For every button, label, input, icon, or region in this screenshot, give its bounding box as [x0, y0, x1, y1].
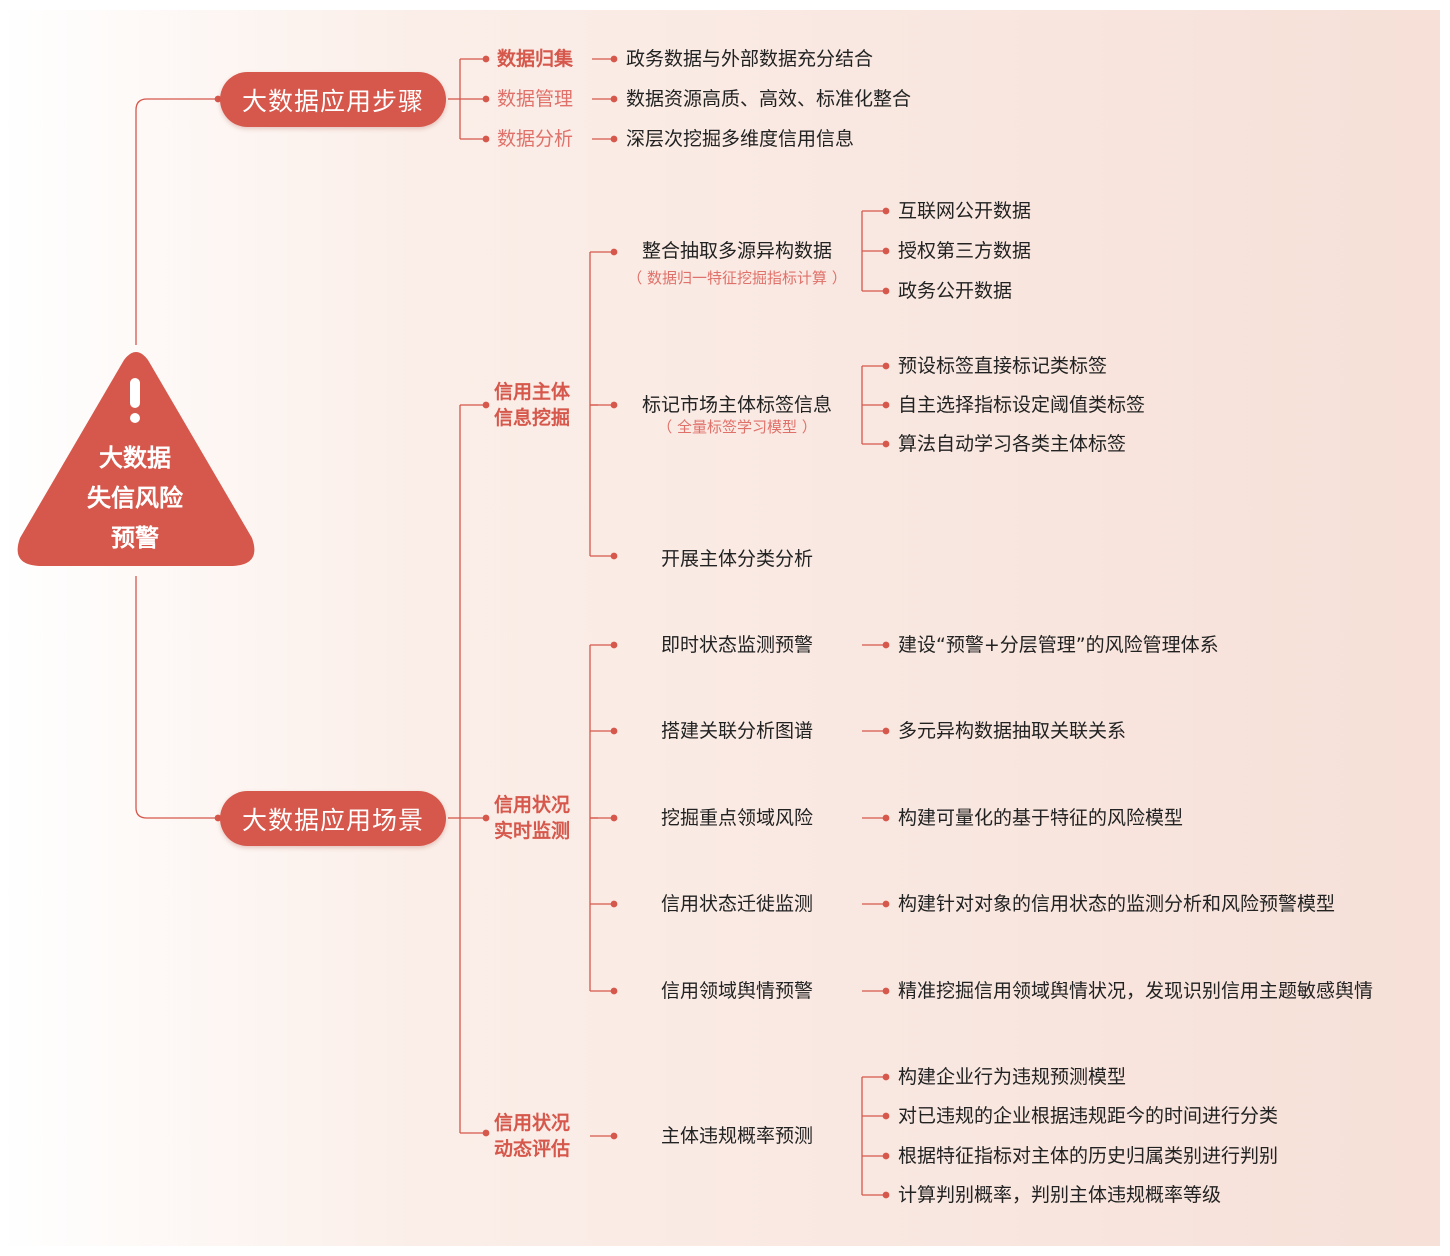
step-label: 数据分析	[497, 128, 574, 150]
category-line: 信用主体	[494, 381, 571, 403]
node-monitor: 信用状态迁徙监测	[660, 893, 813, 915]
root-title-line1: 大数据	[99, 444, 171, 472]
node-monitor: 信用领域舆情预警	[660, 980, 813, 1002]
step-description: 数据资源高质、高效、标准化整合	[626, 88, 912, 110]
branch-steps-pill: 大数据应用步骤	[220, 72, 446, 127]
leaf-item: 互联网公开数据	[898, 200, 1032, 222]
leaf-item: 精准挖掘信用领域舆情状况，发现识别信用主题敏感舆情	[898, 980, 1374, 1002]
category-line: 实时监测	[494, 820, 571, 842]
category-dynamic-evaluation: 信用状况 动态评估	[494, 1110, 570, 1162]
root-title: 大数据 失信风险 预警	[40, 438, 230, 558]
node-mark-tags-sub: （ 全量标签学习模型 ）	[657, 418, 817, 436]
leaf-item: 预设标签直接标记类标签	[898, 355, 1108, 377]
root-title-line2: 失信风险	[87, 484, 183, 512]
root-title-line3: 预警	[111, 524, 159, 552]
category-line: 信用状况	[494, 1112, 571, 1134]
node-monitor: 即时状态监测预警	[660, 634, 813, 656]
exclamation-icon	[130, 378, 140, 423]
node-classification: 开展主体分类分析	[660, 548, 813, 570]
branch-scenes-pill: 大数据应用场景	[220, 791, 446, 846]
leaf-item: 自主选择指标设定阈值类标签	[898, 394, 1146, 416]
node-integrate-data: 整合抽取多源异构数据	[641, 240, 832, 262]
leaf-item: 根据特征指标对主体的历史归属类别进行判别	[898, 1145, 1279, 1167]
step-description: 深层次挖掘多维度信用信息	[626, 128, 855, 150]
leaf-item: 政务公开数据	[898, 280, 1013, 302]
warning-triangle-shape	[17, 352, 255, 566]
category-line: 动态评估	[494, 1138, 571, 1160]
node-monitor: 搭建关联分析图谱	[660, 720, 813, 742]
leaf-item: 建设“预警+分层管理”的风险管理体系	[898, 634, 1219, 656]
step-label: 数据管理	[497, 88, 574, 110]
category-info-mining: 信用主体 信息挖掘	[494, 379, 570, 431]
leaf-item: 算法自动学习各类主体标签	[898, 433, 1127, 455]
leaf-item: 构建针对对象的信用状态的监测分析和风险预警模型	[898, 893, 1336, 915]
leaf-item: 构建企业行为违规预测模型	[898, 1066, 1127, 1088]
leaf-item: 多元异构数据抽取关联关系	[898, 720, 1127, 742]
leaf-item: 对已违规的企业根据违规距今的时间进行分类	[898, 1105, 1279, 1127]
node-monitor: 挖掘重点领域风险	[660, 807, 813, 829]
category-line: 信用状况	[494, 794, 571, 816]
node-violation-prediction: 主体违规概率预测	[660, 1125, 813, 1147]
step-label: 数据归集	[497, 48, 574, 70]
node-mark-tags: 标记市场主体标签信息	[641, 394, 832, 416]
leaf-item: 计算判别概率，判别主体违规概率等级	[898, 1184, 1222, 1206]
leaf-item: 构建可量化的基于特征的风险模型	[898, 807, 1184, 829]
step-description: 政务数据与外部数据充分结合	[626, 48, 874, 70]
leaf-item: 授权第三方数据	[898, 240, 1032, 262]
category-realtime-monitoring: 信用状况 实时监测	[494, 792, 570, 844]
node-integrate-data-sub: （ 数据归一特征挖掘指标计算 ）	[627, 269, 847, 287]
category-line: 信息挖掘	[494, 407, 571, 429]
diagram-background	[0, 10, 1440, 1246]
